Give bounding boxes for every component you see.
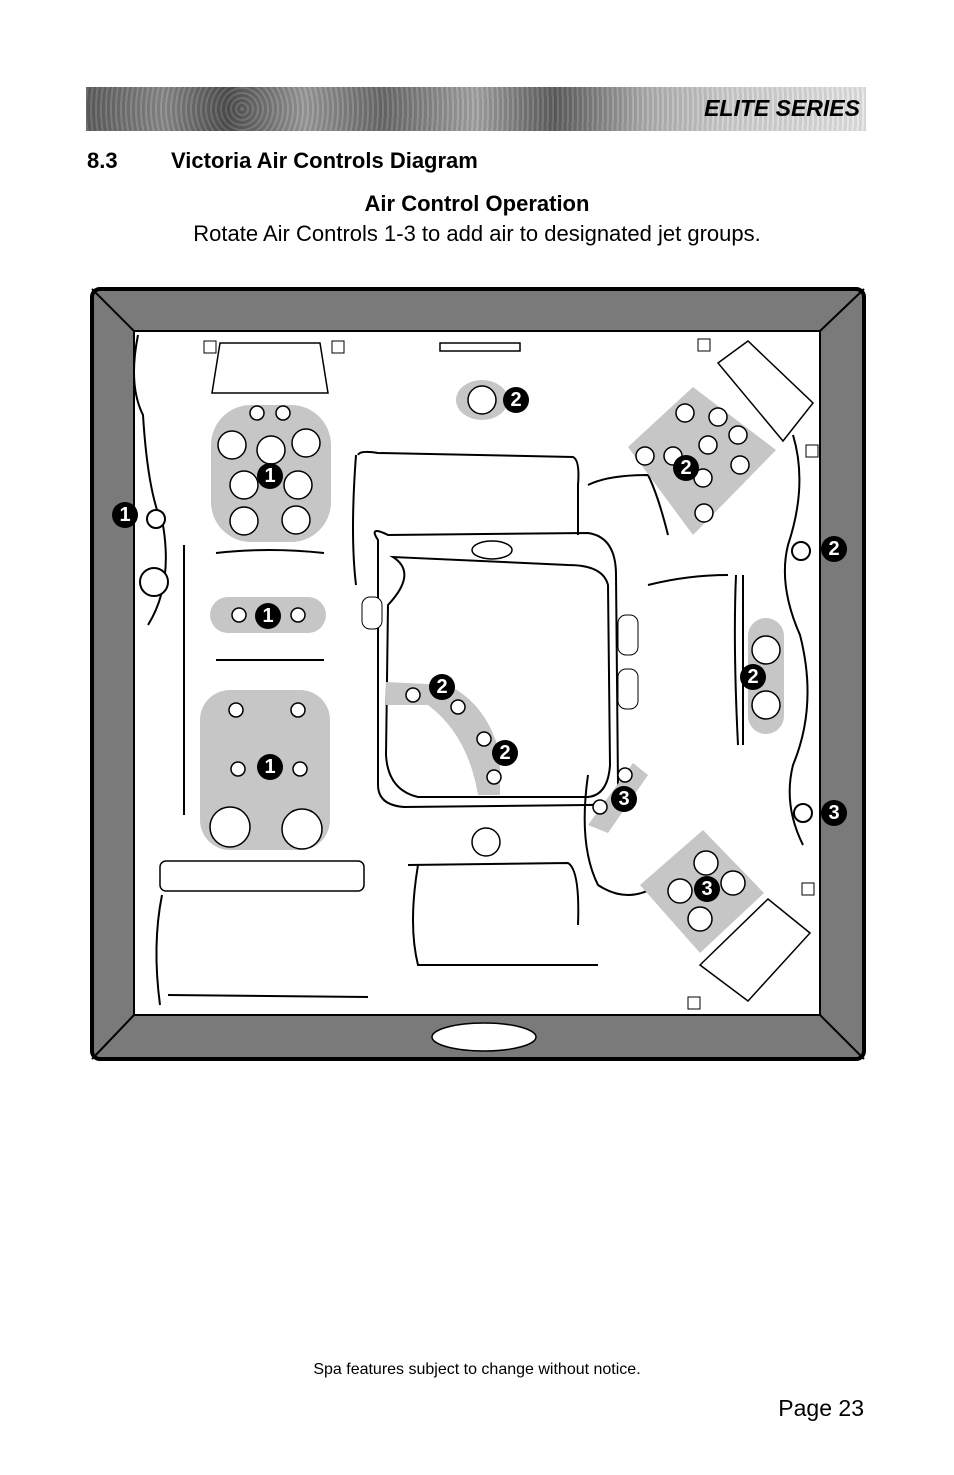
svg-text:1: 1	[264, 465, 275, 487]
jet-zone-2d	[386, 682, 500, 795]
section-number: 8.3	[87, 148, 118, 173]
series-title: ELITE SERIES	[704, 95, 860, 121]
jet-group-2-marker: 2	[673, 455, 699, 481]
pillow-top-left	[203, 340, 345, 394]
svg-text:2: 2	[680, 457, 691, 479]
operation-text: Rotate Air Controls 1-3 to add air to de…	[193, 221, 761, 246]
svg-text:2: 2	[747, 666, 758, 688]
jet-group-2-marker: 2	[503, 387, 529, 413]
section-heading: 8.3 Victoria Air Controls Diagram	[87, 148, 478, 174]
svg-text:2: 2	[499, 742, 510, 764]
jet-zone-2b	[628, 387, 776, 535]
svg-text:3: 3	[701, 878, 712, 900]
air-control-marker-2: 2	[821, 536, 847, 562]
step-seat	[159, 860, 365, 892]
control-panel	[431, 1022, 537, 1052]
skimmer	[439, 342, 521, 352]
svg-text:2: 2	[828, 538, 839, 560]
jet-group-1-marker: 1	[257, 463, 283, 489]
svg-text:1: 1	[119, 504, 130, 526]
svg-text:3: 3	[828, 802, 839, 824]
jets	[209, 385, 781, 932]
footer-note: Spa features subject to change without n…	[313, 1361, 641, 1378]
header-banner: ELITE SERIES	[86, 87, 866, 131]
svg-text:1: 1	[262, 605, 273, 627]
jet-group-2-marker: 2	[429, 674, 455, 700]
page-number: Page 23	[778, 1395, 864, 1421]
air-control-marker-1: 1	[112, 502, 138, 528]
air-control-knobs	[139, 509, 813, 823]
svg-text:2: 2	[436, 676, 447, 698]
banner-texture	[86, 87, 866, 131]
light	[471, 540, 513, 560]
jet-group-2-marker: 2	[492, 740, 518, 766]
svg-text:2: 2	[510, 389, 521, 411]
jet-group-1-marker: 1	[255, 603, 281, 629]
jet-group-2-marker: 2	[740, 664, 766, 690]
drain	[471, 827, 501, 857]
svg-text:3: 3	[618, 788, 629, 810]
jet-group-3-marker: 3	[611, 786, 637, 812]
svg-text:1: 1	[264, 756, 275, 778]
operation-title: Air Control Operation	[364, 191, 590, 216]
spa-air-controls-diagram: 1 1 1 1 2 2 2 2 2 2 3 3 3	[90, 287, 866, 1061]
pillow-bottom-right	[687, 882, 815, 1010]
pillow-top-right	[697, 338, 819, 458]
air-control-marker-3: 3	[821, 800, 847, 826]
section-title: Victoria Air Controls Diagram	[171, 148, 478, 173]
jet-group-3-marker: 3	[694, 876, 720, 902]
jet-group-1-marker: 1	[257, 754, 283, 780]
